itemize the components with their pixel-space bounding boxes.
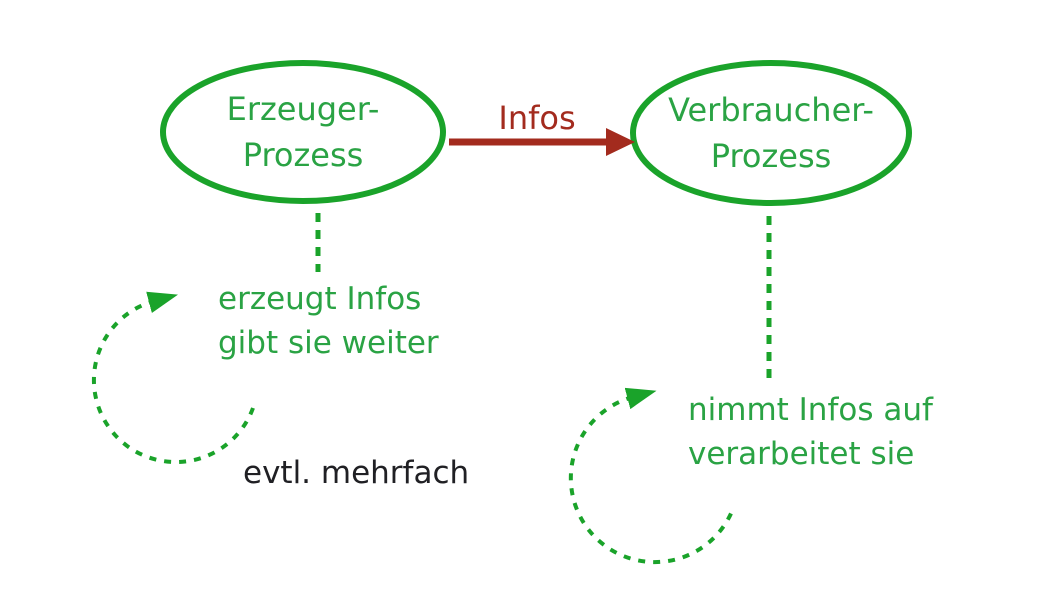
infos-arrow-head-icon — [606, 128, 635, 156]
repeat-note: evtl. mehrfach — [243, 455, 470, 491]
consumer-label-line2: Prozess — [710, 137, 832, 175]
producer-note-line2: gibt sie weiter — [218, 325, 439, 361]
producer-process-label: Erzeuger- Prozess — [163, 63, 443, 201]
consumer-loop-arrow-icon — [568, 387, 733, 565]
producer-note-line1: erzeugt Infos — [218, 281, 422, 317]
infos-arrow-label: Infos — [498, 99, 576, 137]
consumer-label-line1: Verbraucher- — [668, 91, 874, 129]
consumer-note-line1: nimmt Infos auf — [688, 392, 933, 428]
producer-loop-arrow-icon — [91, 291, 255, 464]
consumer-process-label: Verbraucher- Prozess — [633, 63, 909, 203]
consumer-note: nimmt Infos auf verarbeitet sie — [688, 388, 933, 476]
producer-label-line1: Erzeuger- — [226, 90, 380, 128]
consumer-process-ellipse — [630, 60, 912, 206]
producer-process-ellipse — [160, 60, 446, 204]
producer-note: erzeugt Infos gibt sie weiter — [218, 277, 439, 365]
producer-label-line2: Prozess — [242, 136, 364, 174]
consumer-note-line2: verarbeitet sie — [688, 436, 915, 472]
